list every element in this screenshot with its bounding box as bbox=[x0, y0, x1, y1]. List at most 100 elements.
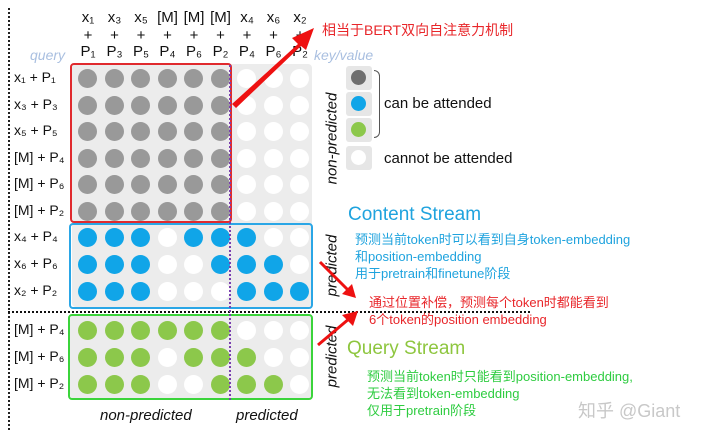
key-value-label: key/value bbox=[314, 47, 374, 63]
column-header-tok: x₄ bbox=[240, 9, 254, 26]
column-header-plus: + bbox=[216, 27, 225, 44]
attended-dot-blue bbox=[237, 255, 256, 274]
row-label: x₂ + P₂ bbox=[14, 282, 58, 298]
attended-dot-gray bbox=[131, 69, 150, 88]
not-attended-dot bbox=[263, 228, 283, 247]
not-attended-dot bbox=[157, 228, 177, 247]
attended-dot-gray bbox=[210, 148, 230, 168]
attended-dot-gray bbox=[131, 175, 150, 194]
bottom-label-non-predicted: non-predicted bbox=[100, 407, 192, 424]
not-attended-dot bbox=[290, 95, 309, 115]
attended-dot-blue bbox=[237, 282, 256, 301]
attended-dot-green bbox=[131, 321, 150, 340]
column-header-plus: + bbox=[189, 27, 199, 44]
attended-dot-blue bbox=[263, 282, 283, 301]
content-stream-predicted-box bbox=[69, 223, 313, 309]
attended-dot-blue bbox=[131, 228, 150, 247]
attended-dot-blue bbox=[78, 228, 97, 247]
attended-dot-blue bbox=[104, 228, 124, 247]
legend-swatch-white bbox=[346, 146, 372, 170]
bidirectional-red-box bbox=[70, 63, 232, 223]
attended-dot-gray bbox=[157, 175, 177, 194]
attended-dot-green bbox=[184, 321, 203, 340]
column-header-pos: P₄ bbox=[238, 43, 256, 60]
column-header-plus: + bbox=[269, 27, 278, 44]
row-label: x₅ + P₅ bbox=[14, 122, 58, 138]
attended-dot-blue bbox=[131, 282, 150, 301]
column-header-tok: [M] bbox=[157, 9, 178, 26]
not-attended-dot bbox=[237, 148, 256, 168]
attended-dot-gray bbox=[78, 201, 97, 221]
bottom-label-predicted: predicted bbox=[236, 407, 298, 424]
row-label: [M] + P₄ bbox=[14, 148, 65, 165]
query-stream-box bbox=[68, 314, 313, 400]
not-attended-dot bbox=[290, 175, 309, 194]
attended-dot-gray bbox=[131, 148, 150, 168]
not-attended-dot bbox=[290, 375, 309, 394]
legend-cannot-be-attended: cannot be attended bbox=[384, 150, 513, 167]
column-header-tok: x₆ bbox=[266, 9, 281, 26]
attended-dot-green bbox=[104, 348, 124, 367]
column-header-tok: [M] bbox=[210, 9, 231, 26]
legend-swatch-gray bbox=[346, 66, 372, 90]
column-header-tok: [M] bbox=[183, 9, 205, 26]
attended-dot-blue bbox=[78, 255, 97, 274]
column-header-pos: P₄ bbox=[159, 43, 176, 60]
attended-dot-gray bbox=[184, 69, 203, 88]
attended-dot-gray bbox=[78, 175, 97, 194]
attended-dot-blue bbox=[131, 255, 150, 274]
legend-swatch-green bbox=[346, 118, 372, 142]
not-attended-dot bbox=[184, 255, 203, 274]
attended-dot-gray bbox=[157, 201, 177, 221]
attended-dot-gray bbox=[184, 201, 203, 221]
not-attended-dot bbox=[184, 375, 203, 394]
position-note-line-1: 通过位置补偿，预测每个token时都能看到 bbox=[369, 295, 609, 310]
attended-dot-gray bbox=[157, 122, 177, 141]
not-attended-dot bbox=[184, 282, 203, 301]
legend-can-be-attended: can be attended bbox=[384, 95, 492, 112]
column-header-plus: + bbox=[110, 27, 119, 44]
attended-dot-blue bbox=[104, 282, 124, 301]
column-header-pos: P₆ bbox=[185, 43, 203, 60]
content-stream-line-3: 用于pretrain和finetune阶段 bbox=[355, 266, 511, 281]
attended-dot-gray bbox=[131, 122, 150, 141]
column-header-plus: + bbox=[163, 27, 172, 44]
attended-dot-gray bbox=[157, 69, 177, 88]
row-label: [M] + P₆ bbox=[14, 175, 65, 191]
row-label: [M] + P₂ bbox=[14, 201, 65, 218]
attended-dot-blue bbox=[78, 282, 97, 301]
not-attended-dot bbox=[157, 255, 177, 274]
not-attended-dot bbox=[263, 122, 283, 141]
row-label: x₁ + P₁ bbox=[14, 69, 56, 85]
legend-swatch-blue bbox=[346, 92, 372, 116]
attended-dot-gray bbox=[104, 175, 124, 194]
row-label: x₄ + P₄ bbox=[14, 228, 58, 244]
query-stream-line-2: 无法看到token-embedding bbox=[367, 386, 520, 401]
row-label: [M] + P₄ bbox=[14, 321, 65, 337]
attended-dot-gray bbox=[210, 95, 230, 115]
not-attended-dot bbox=[237, 175, 256, 194]
not-attended-dot bbox=[210, 282, 230, 301]
attended-dot-gray bbox=[157, 148, 177, 168]
attended-dot-blue bbox=[237, 228, 256, 247]
attended-dot-green bbox=[237, 348, 256, 367]
attended-dot-gray bbox=[157, 95, 177, 115]
attended-dot-green bbox=[184, 348, 203, 367]
column-header-pos: P₂ bbox=[212, 43, 229, 60]
stream-separator-line bbox=[8, 311, 530, 313]
watermark: 知乎 @Giant bbox=[578, 401, 681, 421]
bert-arrow bbox=[232, 28, 314, 108]
not-attended-dot bbox=[263, 321, 283, 340]
attended-dot-green bbox=[131, 348, 150, 367]
attended-dot-green bbox=[78, 375, 97, 394]
attended-dot-gray bbox=[104, 122, 124, 141]
not-attended-dot bbox=[290, 148, 309, 168]
not-attended-dot bbox=[263, 148, 283, 168]
not-attended-dot bbox=[237, 321, 256, 340]
content-stream-line-1: 预测当前token时可以看到自身token-embedding bbox=[355, 232, 631, 247]
attended-dot-gray bbox=[131, 95, 150, 115]
attended-dot-green bbox=[157, 321, 177, 340]
attended-dot-green bbox=[210, 348, 230, 367]
attended-dot-blue bbox=[263, 255, 283, 274]
